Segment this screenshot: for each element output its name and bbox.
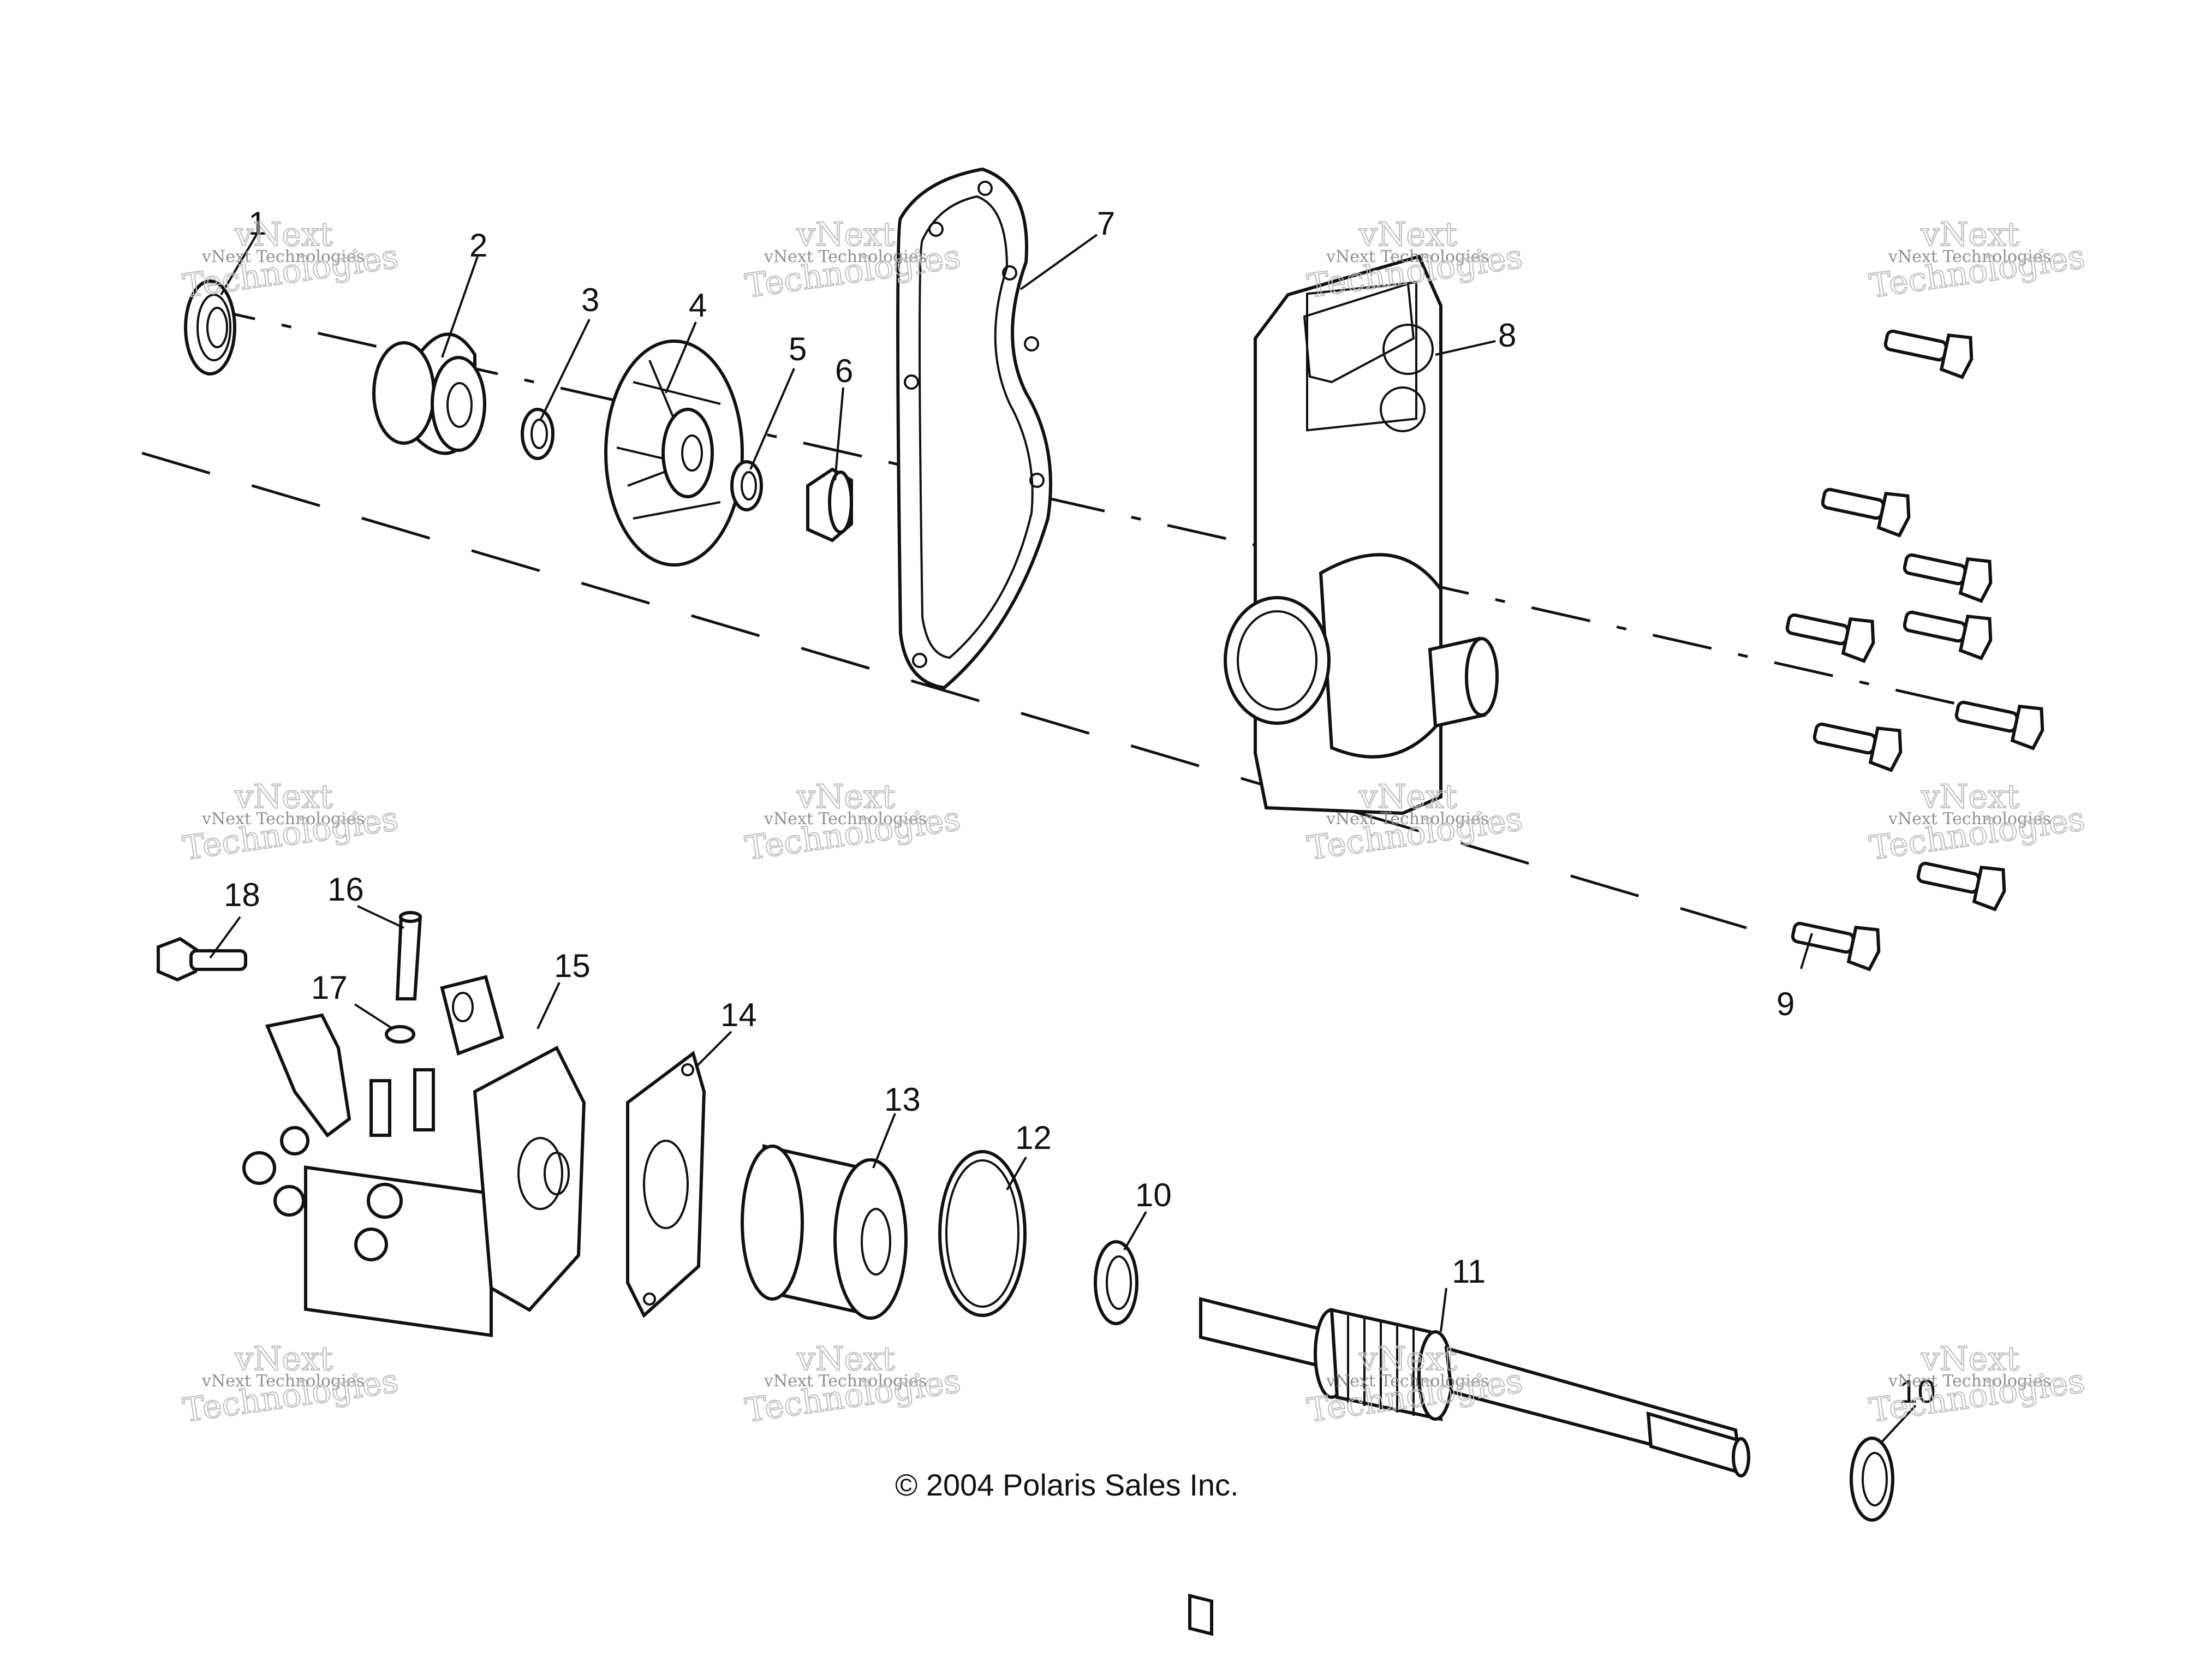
part-15-pump-housing[interactable] <box>242 975 586 1337</box>
part-6-nut[interactable] <box>806 467 853 543</box>
svg-text:vNext Technologies: vNext Technologies <box>1326 1372 1489 1391</box>
svg-text:vNext: vNext <box>1358 778 1457 816</box>
part-7-gasket[interactable] <box>896 167 1052 690</box>
callout-1: 1 <box>248 205 266 242</box>
svg-text:vNext Technologies: vNext Technologies <box>1888 247 2051 266</box>
callout-13: 13 <box>884 1081 921 1118</box>
callout-2: 2 <box>469 227 487 264</box>
svg-text:vNext Technologies: vNext Technologies <box>1326 247 1489 266</box>
svg-text:vNext: vNext <box>1358 1340 1457 1378</box>
part-13-sleeve[interactable] <box>741 1144 908 1320</box>
callout-4: 4 <box>689 287 707 324</box>
part-12-o-ring[interactable] <box>938 1150 1027 1317</box>
watermark-group: vNext Technologies vNext Technologies vN… <box>180 215 2088 1431</box>
svg-text:vNext Technologies: vNext Technologies <box>201 247 365 266</box>
part-11-shaft[interactable] <box>1188 1297 1750 1636</box>
callout-11: 11 <box>1452 1253 1486 1290</box>
svg-text:vNext Technologies: vNext Technologies <box>764 1372 927 1391</box>
svg-text:vNext: vNext <box>1358 216 1457 254</box>
svg-text:vNext Technologies: vNext Technologies <box>201 809 365 829</box>
part-9-bolts[interactable] <box>1784 320 2047 972</box>
callout-18: 18 <box>224 877 260 913</box>
svg-text:vNext: vNext <box>796 216 895 254</box>
callout-10-right: 10 <box>1899 1373 1936 1410</box>
svg-text:vNext: vNext <box>796 778 895 816</box>
svg-text:vNext Technologies: vNext Technologies <box>764 809 927 829</box>
lower-axis-line <box>141 451 1747 930</box>
part-3-washer[interactable] <box>521 408 555 460</box>
part-18-bolt[interactable] <box>157 937 247 982</box>
part-2-bearing[interactable] <box>372 332 486 455</box>
callout-9: 9 <box>1776 986 1794 1022</box>
callout-10: 10 <box>1135 1177 1172 1213</box>
part-10-washer-2[interactable] <box>1850 1437 1894 1522</box>
part-8-cover[interactable] <box>1224 254 1499 815</box>
callout-12: 12 <box>1015 1119 1052 1156</box>
svg-text:vNext Technologies: vNext Technologies <box>1326 809 1489 829</box>
part-4-impeller[interactable] <box>604 339 744 567</box>
svg-text:vNext: vNext <box>1921 1340 2019 1378</box>
callout-17: 17 <box>311 969 348 1006</box>
svg-text:vNext Technologies: vNext Technologies <box>764 247 927 266</box>
svg-text:vNext: vNext <box>1921 216 2019 254</box>
svg-text:vNext: vNext <box>234 216 333 254</box>
svg-text:vNext: vNext <box>234 1340 333 1378</box>
part-16-pin[interactable] <box>395 911 422 1000</box>
callout-7: 7 <box>1097 205 1115 242</box>
part-14-gasket[interactable] <box>626 1050 706 1318</box>
callout-16: 16 <box>327 871 364 908</box>
svg-text:vNext Technologies: vNext Technologies <box>1888 809 2051 829</box>
part-10-washer[interactable] <box>1094 1240 1138 1325</box>
copyright-text: © 2004 Polaris Sales Inc. <box>895 1468 1239 1502</box>
callout-6: 6 <box>835 353 853 389</box>
callout-14: 14 <box>720 997 757 1033</box>
callout-15: 15 <box>554 948 591 984</box>
svg-text:vNext: vNext <box>234 778 333 816</box>
callout-8: 8 <box>1498 317 1516 354</box>
svg-text:vNext Technologies: vNext Technologies <box>201 1372 365 1391</box>
callout-5: 5 <box>789 331 807 367</box>
svg-text:vNext Technologies: vNext Technologies <box>1888 1372 2051 1391</box>
callout-3: 3 <box>581 282 599 318</box>
svg-text:vNext: vNext <box>1921 778 2019 816</box>
part-1-seal[interactable] <box>184 279 236 376</box>
leader-lines <box>209 234 1917 1445</box>
part-5-washer[interactable] <box>730 460 763 511</box>
part-17-ring[interactable] <box>385 1025 415 1044</box>
svg-text:vNext: vNext <box>796 1340 895 1378</box>
